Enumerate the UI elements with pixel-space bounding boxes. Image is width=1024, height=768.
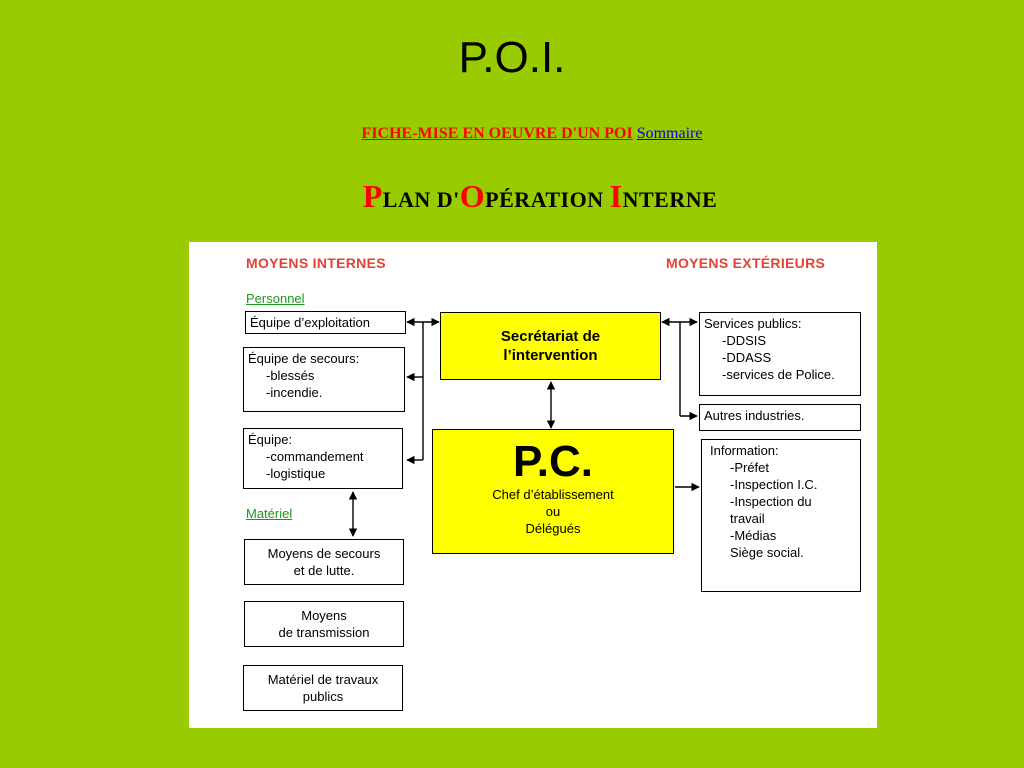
pc-title: P.C. — [513, 437, 593, 486]
box-line: ou — [545, 504, 561, 519]
box-line: -blessés — [266, 368, 315, 383]
box-line: Autres industries. — [704, 408, 805, 423]
box-line: -Inspection du — [730, 494, 812, 509]
box-line: Services publics: — [704, 316, 802, 331]
box-line: Information: — [710, 443, 779, 458]
box-services-publics: Services publics: -DDSIS -DDASS -service… — [699, 312, 861, 396]
box-line: Équipe: — [248, 432, 293, 447]
box-line: Chef d’établissement — [492, 487, 614, 502]
box-line: -logistique — [266, 466, 326, 481]
box-line: -incendie. — [266, 385, 323, 400]
box-line: et de lutte. — [293, 563, 355, 578]
heading-p-cap: P — [362, 178, 383, 214]
box-line: -Inspection I.C. — [730, 477, 818, 492]
box-line: Secrétariat de — [500, 328, 601, 345]
box-line: Moyens — [301, 608, 347, 623]
heading-i-rest: NTERNE — [622, 187, 718, 212]
box-line: -commandement — [266, 449, 364, 464]
box-line: Équipe d’exploitation — [250, 315, 370, 330]
box-line: Matériel de travaux — [267, 672, 379, 687]
box-line: publics — [302, 689, 344, 704]
box-materiel-travaux: Matériel de travaux publics — [243, 665, 403, 711]
box-autres-industries: Autres industries. — [699, 404, 861, 431]
connector-arrows — [348, 317, 700, 537]
box-line: Moyens de secours — [267, 546, 381, 561]
box-line: Siège social. — [730, 545, 804, 560]
box-pc: P.C. Chef d’établissement ou Délégués — [432, 429, 674, 554]
box-equipe: Équipe: -commandement -logistique — [243, 428, 403, 489]
page-title: P.O.I. — [458, 33, 566, 82]
materiel-label: Matériel — [246, 506, 293, 521]
heading-i-cap: I — [609, 178, 623, 214]
internal-means-label: MOYENS INTERNES — [246, 255, 386, 271]
fiche-link[interactable]: FICHE-MISE EN OEUVRE D'UN POI — [361, 125, 633, 142]
external-means-label: MOYENS EXTÉRIEURS — [666, 255, 826, 271]
box-line: Délégués — [525, 521, 581, 536]
personnel-label: Personnel — [246, 291, 305, 306]
plan-heading: PLAN D'OPÉRATION INTERNE — [0, 176, 1024, 220]
heading-p-rest: LAN D' — [382, 187, 460, 212]
sommaire-link[interactable]: Sommaire — [636, 125, 703, 142]
box-secretariat-intervention: Secrétariat de l’intervention — [440, 312, 661, 380]
box-equipe-exploitation: Équipe d’exploitation — [245, 311, 406, 334]
box-line: travail — [730, 511, 765, 526]
box-line: -Médias — [730, 528, 777, 543]
box-line: -DDSIS — [722, 333, 767, 348]
box-equipe-secours: Équipe de secours: -blessés -incendie. — [243, 347, 405, 412]
box-line: de transmission — [278, 625, 370, 640]
box-line: -Préfet — [730, 460, 770, 475]
box-moyens-transmission: Moyens de transmission — [244, 601, 404, 647]
box-line: Équipe de secours: — [248, 351, 360, 366]
box-information: Information: -Préfet -Inspection I.C. -I… — [701, 439, 861, 592]
box-line: l’intervention — [503, 347, 598, 364]
heading-o-rest: PÉRATION — [485, 187, 610, 212]
heading-o-cap: O — [459, 178, 486, 214]
subtitle: FICHE-MISE EN OEUVRE D'UN POI Sommaire — [0, 124, 1024, 144]
box-line: -DDASS — [722, 350, 772, 365]
box-line: -services de Police. — [722, 367, 835, 382]
box-moyens-secours-lutte: Moyens de secours et de lutte. — [244, 539, 404, 585]
poi-diagram: MOYENS INTERNES MOYENS EXTÉRIEURS Person… — [189, 242, 877, 728]
